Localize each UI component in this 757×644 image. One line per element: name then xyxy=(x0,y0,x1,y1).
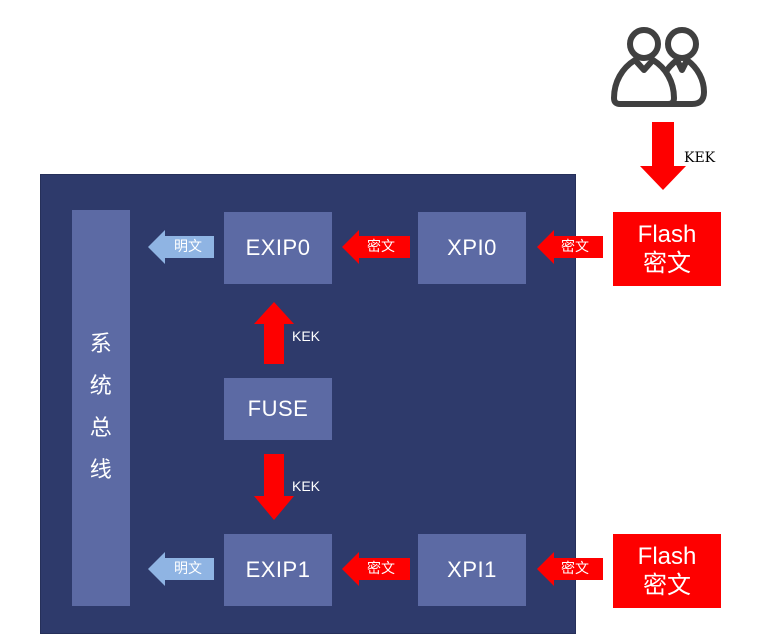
kek-down-arrow xyxy=(254,454,294,520)
ciphertext-arrow-top-outer: 密文 xyxy=(537,230,603,264)
flash-cipher-bottom: Flash 密文 xyxy=(613,534,721,608)
kek-label-fuse-down: KEK xyxy=(292,478,321,494)
arrow-label: 密文 xyxy=(561,239,589,255)
xpi1-block: XPI1 xyxy=(418,534,526,606)
exip0-block: EXIP0 xyxy=(224,212,332,284)
system-bus-char: 总 xyxy=(89,416,113,441)
flash-cipher-label: 密文 xyxy=(643,249,691,277)
xpi0-block: XPI0 xyxy=(418,212,526,284)
plaintext-arrow-bottom: 明文 xyxy=(148,552,214,586)
system-bus-char: 线 xyxy=(89,458,113,483)
system-bus-char: 统 xyxy=(89,374,113,399)
kek-label-user: KEK xyxy=(684,150,716,166)
fuse-block: FUSE xyxy=(224,378,332,440)
ciphertext-arrow-bottom-outer: 密文 xyxy=(537,552,603,586)
plaintext-arrow-top: 明文 xyxy=(148,230,214,264)
kek-down-arrow xyxy=(640,122,686,190)
flash-cipher-top: Flash 密文 xyxy=(613,212,721,286)
arrow-label: 明文 xyxy=(174,561,202,577)
arrow-label: 明文 xyxy=(174,239,202,255)
kek-label-fuse-up: KEK xyxy=(292,328,321,344)
kek-up-arrow xyxy=(254,302,294,364)
arrow-label: 密文 xyxy=(367,561,395,577)
exip1-block: EXIP1 xyxy=(224,534,332,606)
system-bus-block: 系 统 总 线 xyxy=(72,210,130,606)
flash-label: Flash xyxy=(637,221,697,248)
arrow-label: 密文 xyxy=(367,239,395,255)
flash-cipher-label: 密文 xyxy=(643,571,691,599)
system-bus-char: 系 xyxy=(89,332,113,357)
ciphertext-arrow-top-inner: 密文 xyxy=(342,230,410,264)
ciphertext-arrow-bottom-inner: 密文 xyxy=(342,552,410,586)
users-icon xyxy=(611,27,707,107)
flash-label: Flash xyxy=(637,543,697,570)
arrow-label: 密文 xyxy=(561,561,589,577)
